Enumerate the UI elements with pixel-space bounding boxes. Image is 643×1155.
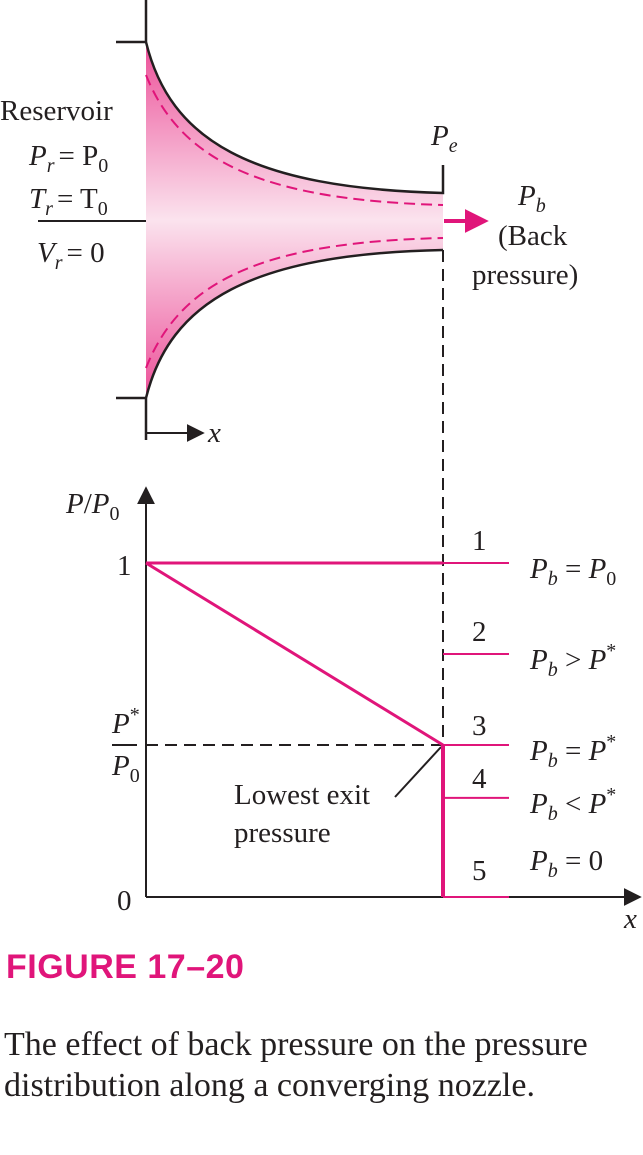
series-1-condition: Pb = P0 — [529, 553, 616, 590]
tick-label-one: 1 — [117, 550, 132, 582]
back-pressure-text-2: pressure) — [472, 259, 578, 291]
plot-x-axis-label: x — [623, 903, 637, 935]
nozzle-pressure-figure: Reservoir Pr= P0 Tr= T0 Vr= 0 Pe Pb (Bac… — [0, 0, 642, 935]
nozzle-lower-wall — [144, 248, 444, 440]
converging-nozzle — [38, 0, 489, 442]
series-layer: 1 Pb = P0 2 Pb > P* 3 Pb = P* 4 Pb < P* 5 Pb = 0 — [145, 525, 616, 898]
reservoir-velocity-label: Vr= 0 — [37, 237, 105, 274]
reservoir-label: Reservoir — [0, 95, 113, 127]
pstar-denominator: P0 — [111, 750, 140, 787]
tick-label-zero: 0 — [117, 885, 132, 917]
nozzle-streamline-lower — [145, 237, 444, 369]
series-3-number: 3 — [472, 710, 487, 742]
series-1-number: 1 — [472, 525, 487, 557]
series-5-condition: Pb = 0 — [529, 845, 603, 882]
figure-label: FIGURE 17–20 — [6, 948, 245, 986]
nozzle-streamline-upper — [145, 74, 444, 206]
reservoir-temperature-label: Tr= T0 — [29, 183, 108, 220]
annotation-line-2: pressure — [234, 817, 331, 849]
annotation-line-1: Lowest exit — [234, 779, 370, 811]
series-4-condition: Pb < P* — [529, 784, 616, 825]
nozzle-x-label: x — [207, 417, 221, 449]
lowest-exit-pointer — [394, 746, 442, 798]
series-3-condition: Pb = P* — [529, 731, 616, 772]
reservoir-pressure-label: Pr= P0 — [28, 140, 108, 177]
series-4-number: 4 — [472, 763, 487, 795]
series-5-number: 5 — [472, 855, 487, 887]
pressure-plot: 1 Pb = P0 2 Pb > P* 3 Pb = P* 4 Pb < P* 5 Pb = 0 — [112, 486, 642, 906]
series-3-pressure-line — [145, 561, 444, 747]
series-2-number: 2 — [472, 616, 487, 648]
exit-pressure-label: Pe — [430, 120, 458, 157]
back-pressure-symbol: Pb — [517, 180, 546, 217]
nozzle-upper-wall — [144, 0, 445, 195]
figure-caption: The effect of back pressure on the press… — [4, 1026, 588, 1104]
back-pressure-text-1: (Back — [498, 220, 568, 252]
nozzle-flow-fill — [146, 42, 443, 398]
pstar-numerator: P* — [111, 704, 140, 740]
plot-y-axis-label: P/P0 — [65, 488, 120, 525]
series-2-condition: Pb > P* — [529, 640, 616, 681]
